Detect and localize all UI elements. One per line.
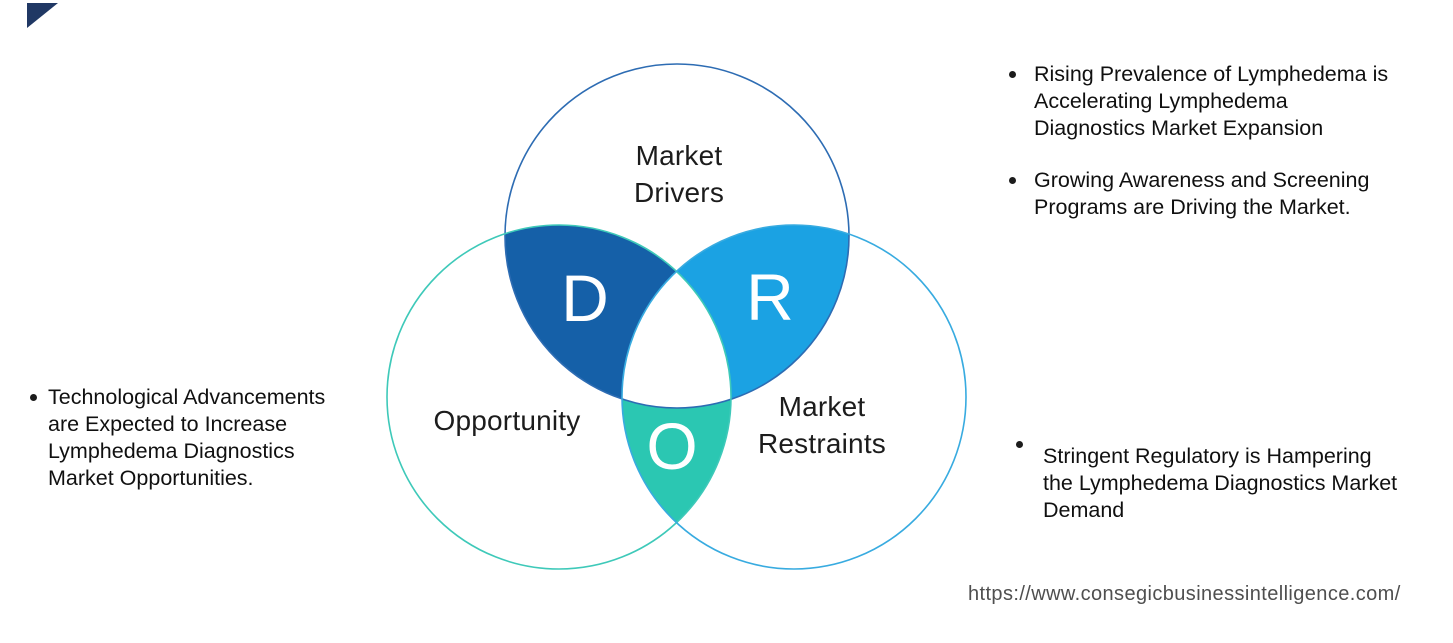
opportunity-label: Opportunity	[433, 405, 581, 436]
bullet-line: Diagnostics Market Expansion	[1034, 116, 1324, 140]
bullet-stringent-regulatory: Stringent Regulatory is Hampering the Ly…	[1011, 441, 1441, 524]
bullet-line: Technological Advancements	[48, 385, 326, 409]
letter-o: O	[646, 409, 698, 483]
bullet-line: are Expected to Increase	[48, 412, 288, 436]
market-drivers-label: Market Drivers	[569, 137, 789, 211]
bullet-technological-advancements: Technological Advancements are Expected …	[26, 384, 386, 492]
market-restraints-label-line1: Market	[778, 391, 866, 422]
bullet-line: Stringent Regulatory is Hampering	[1043, 444, 1372, 468]
bullet-line: Programs are Driving the Market.	[1034, 195, 1351, 219]
circle-restraints-outline	[621, 224, 967, 570]
bullet-growing-awareness: Growing Awareness and Screening Programs…	[1004, 167, 1424, 221]
circle-opportunity-outline	[386, 224, 732, 570]
letter-d: D	[561, 261, 609, 335]
bullet-line: Demand	[1043, 498, 1125, 522]
market-restraints-label-line2: Restraints	[757, 428, 887, 459]
market-restraints-label: Market Restraints	[712, 388, 932, 462]
market-drivers-label-line1: Market	[635, 140, 723, 171]
circle-drivers-outline	[504, 63, 850, 409]
letter-r: R	[746, 260, 794, 334]
bullet-line: Growing Awareness and Screening	[1034, 168, 1370, 192]
bullet-icon	[1009, 177, 1016, 184]
corner-fold-icon	[27, 3, 58, 28]
bullet-line: Market Opportunities.	[48, 466, 254, 490]
bullet-line: Rising Prevalence of Lymphedema is	[1034, 62, 1389, 86]
market-drivers-label-line2: Drivers	[633, 177, 725, 208]
bullet-line: Accelerating Lymphedema	[1034, 89, 1288, 113]
bullet-line: the Lymphedema Diagnostics Market	[1043, 471, 1398, 495]
corner-fold-decoration	[27, 3, 58, 28]
bullet-line: Lymphedema Diagnostics	[48, 439, 295, 463]
bullet-icon	[1009, 71, 1016, 78]
bullet-icon	[30, 394, 37, 401]
bullet-rising-prevalence: Rising Prevalence of Lymphedema is Accel…	[1004, 61, 1424, 142]
bullet-icon	[1016, 441, 1023, 448]
source-url: https://www.consegicbusinessintelligence…	[968, 583, 1401, 605]
